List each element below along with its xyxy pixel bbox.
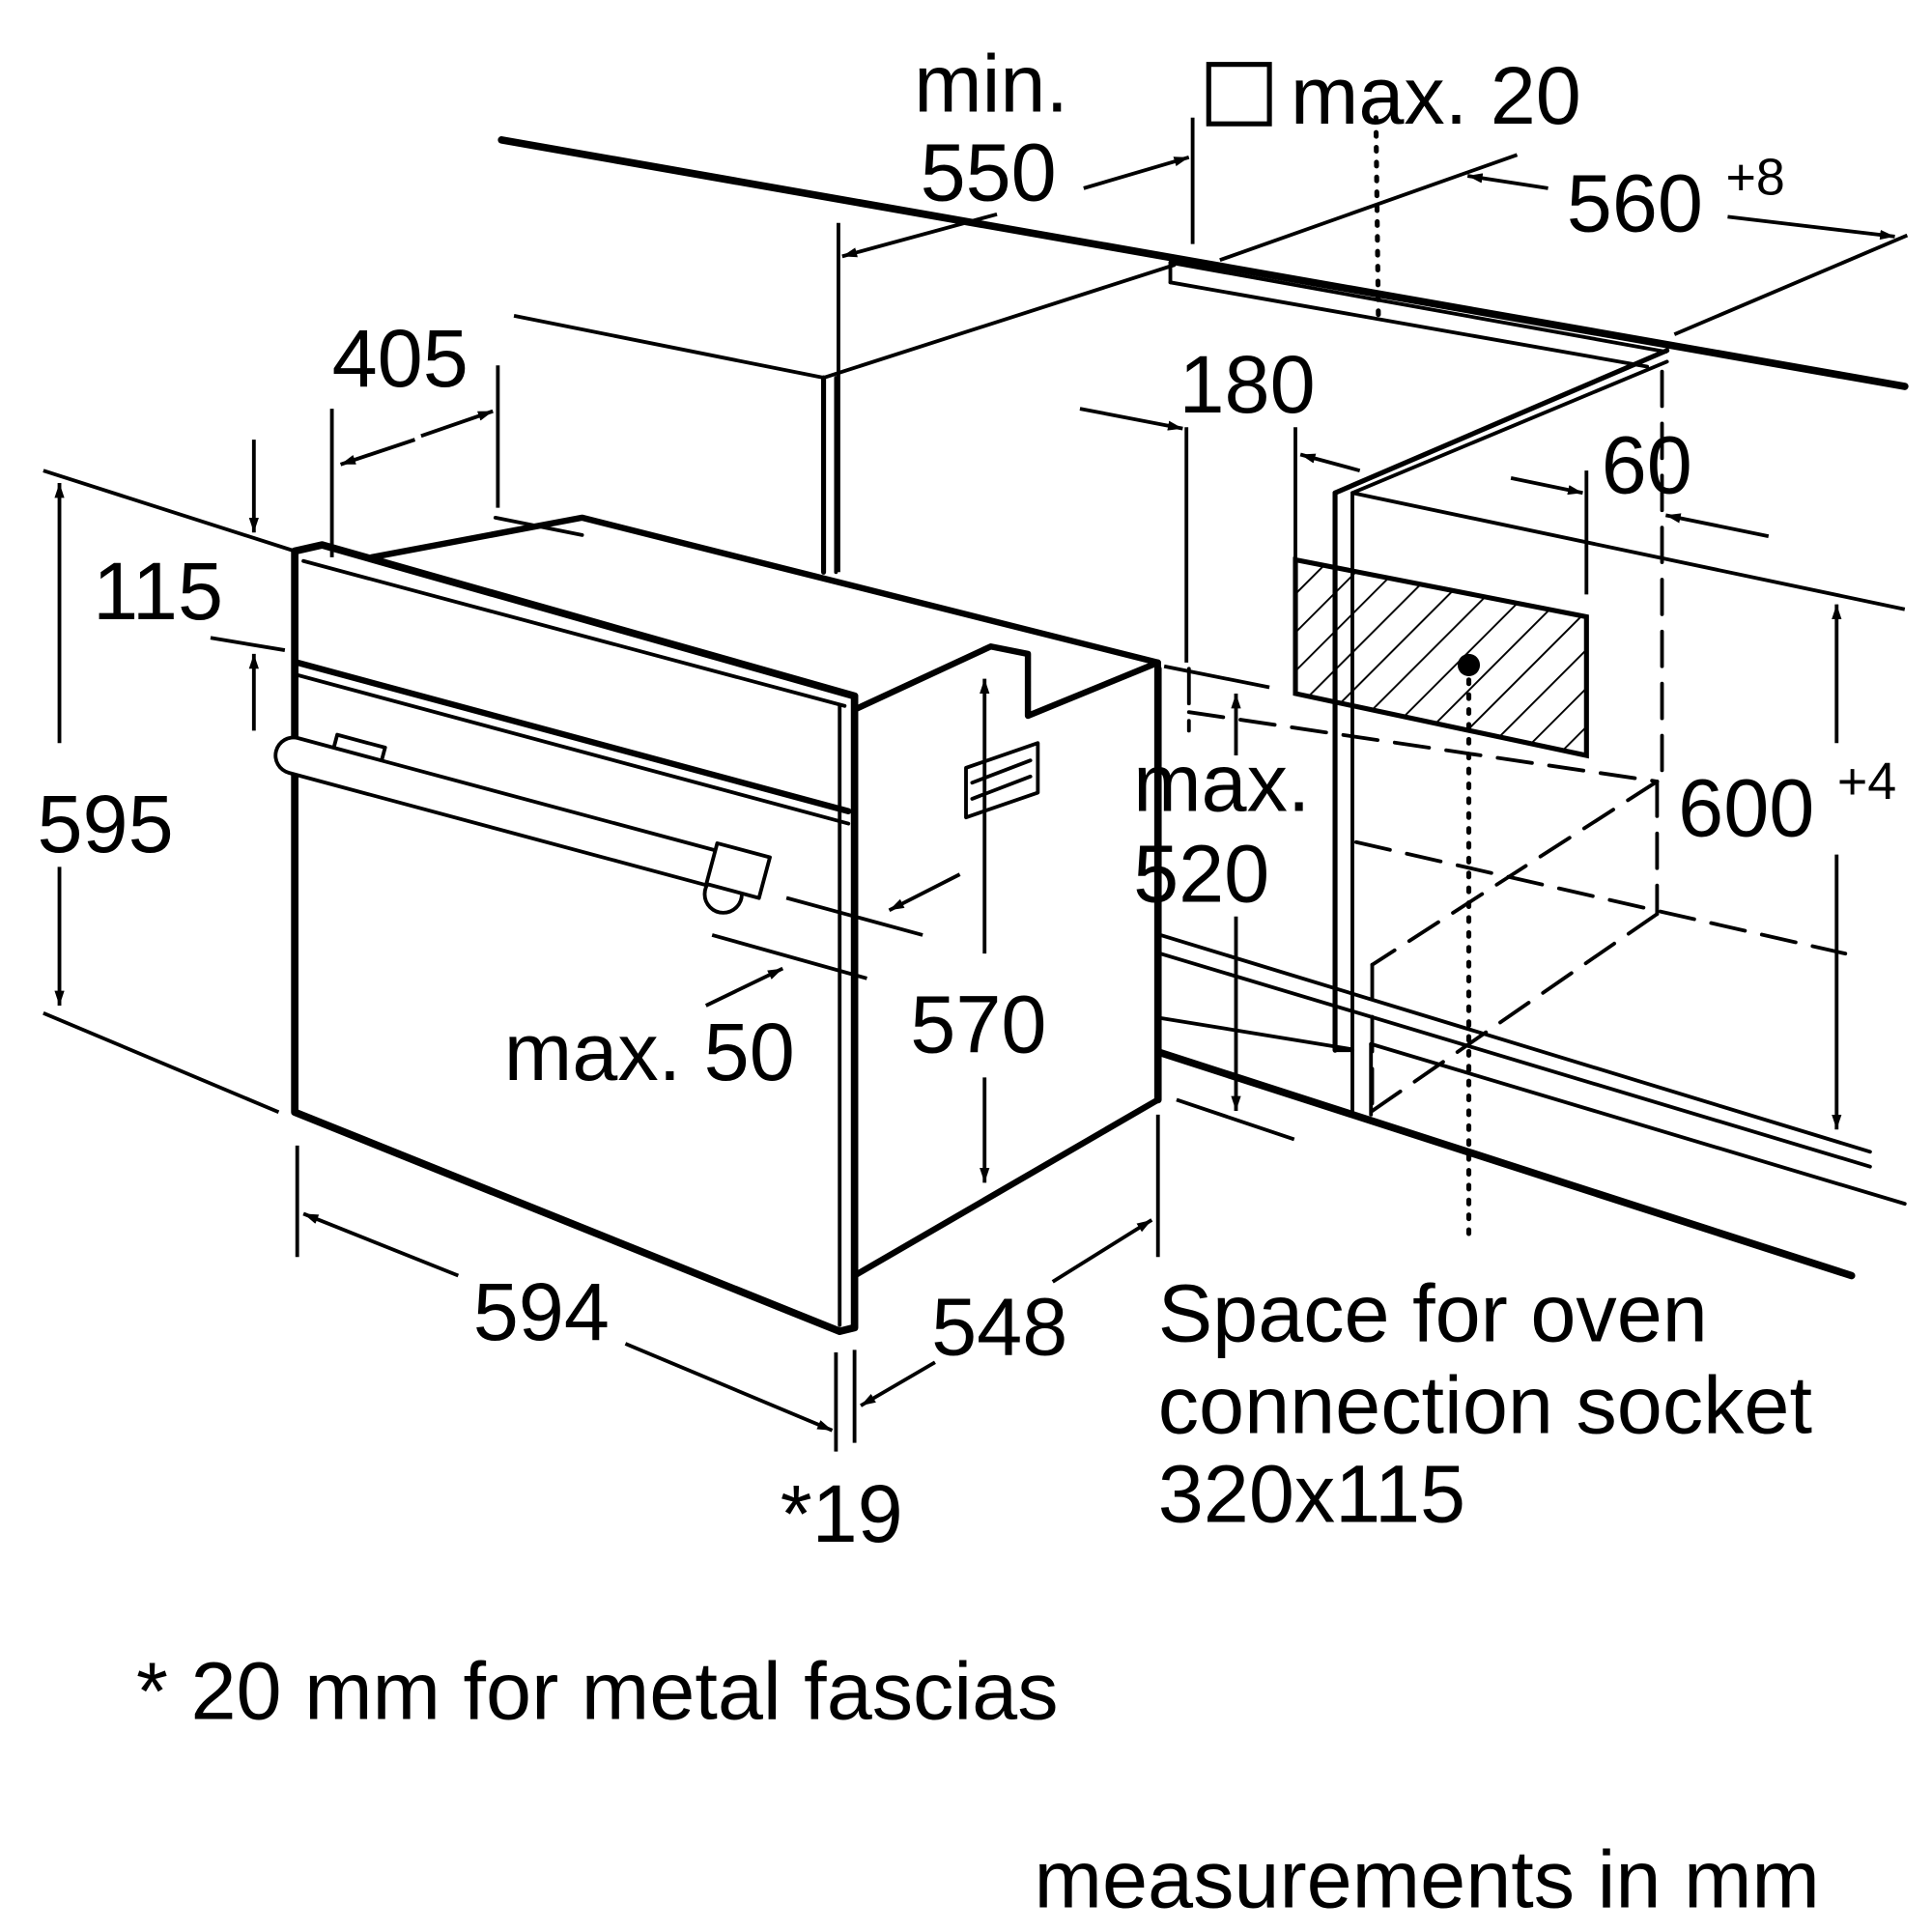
dimension-labels: min. 550 max. 20 560 +8 405 180 60 115 5… — [37, 37, 1896, 1559]
niche-base-rear — [1369, 1041, 1907, 1207]
socket-note: Space for oven connection socket 320x115 — [1158, 1266, 1812, 1539]
label-600: 600 +4 — [1678, 753, 1896, 853]
oven-body-side — [851, 643, 1161, 1279]
label-405: 405 — [332, 312, 469, 404]
worktop-centre-line — [1373, 115, 1381, 323]
dashed-back-wall — [1186, 369, 1848, 1113]
label-min: min. — [914, 37, 1068, 128]
footnote-metal-fascias: * 20 mm for metal fascias — [136, 1644, 1059, 1736]
label-max-20: max. 20 — [1291, 49, 1581, 141]
label-560-tolerance: +8 — [1725, 148, 1784, 206]
label-550: 550 — [921, 127, 1057, 218]
label-fascia-19: *19 — [781, 1467, 903, 1559]
label-548: 548 — [931, 1281, 1067, 1373]
label-595: 595 — [37, 778, 173, 869]
niche-top-left-edge — [821, 263, 1177, 380]
oven-body-top — [368, 514, 1161, 667]
socket-note-line1: Space for oven — [1158, 1266, 1708, 1358]
oven-fascia — [291, 541, 859, 1336]
socket-note-line2: connection socket — [1158, 1358, 1812, 1450]
side-vent — [964, 741, 1040, 820]
worktop-edge — [497, 136, 1909, 390]
socket-hatch-area — [1293, 556, 1589, 759]
socket-space — [1293, 115, 1589, 1241]
oven — [273, 514, 1161, 1336]
units-note: measurements in mm — [1035, 1833, 1820, 1924]
niche-floor-front — [1158, 933, 1872, 1154]
niche-top-right-inner — [1350, 359, 1669, 496]
label-520: 520 — [1133, 827, 1269, 919]
niche-base-front — [1156, 1048, 1856, 1280]
label-600-value: 600 — [1678, 761, 1814, 853]
label-60: 60 — [1602, 418, 1692, 510]
control-panel-divider — [294, 659, 852, 814]
label-180: 180 — [1179, 338, 1316, 430]
label-600-tolerance: +4 — [1837, 753, 1896, 810]
label-115: 115 — [93, 545, 223, 637]
square-symbol — [1206, 62, 1272, 127]
label-max-50: max. 50 — [504, 1006, 795, 1097]
socket-note-line3: 320x115 — [1158, 1448, 1465, 1540]
niche-top-right-edge — [1332, 348, 1670, 496]
niche-floor-back — [1158, 952, 1872, 1169]
label-max: max. — [1133, 737, 1310, 829]
worktop-rail — [1168, 280, 1650, 369]
label-594: 594 — [473, 1265, 610, 1357]
label-560-value: 560 — [1567, 157, 1703, 249]
worktop-underside — [1168, 260, 1668, 355]
dimension-lines — [43, 117, 1909, 1452]
door-handle — [273, 732, 772, 915]
label-560: 560 +8 — [1567, 148, 1785, 248]
label-570: 570 — [910, 979, 1046, 1070]
